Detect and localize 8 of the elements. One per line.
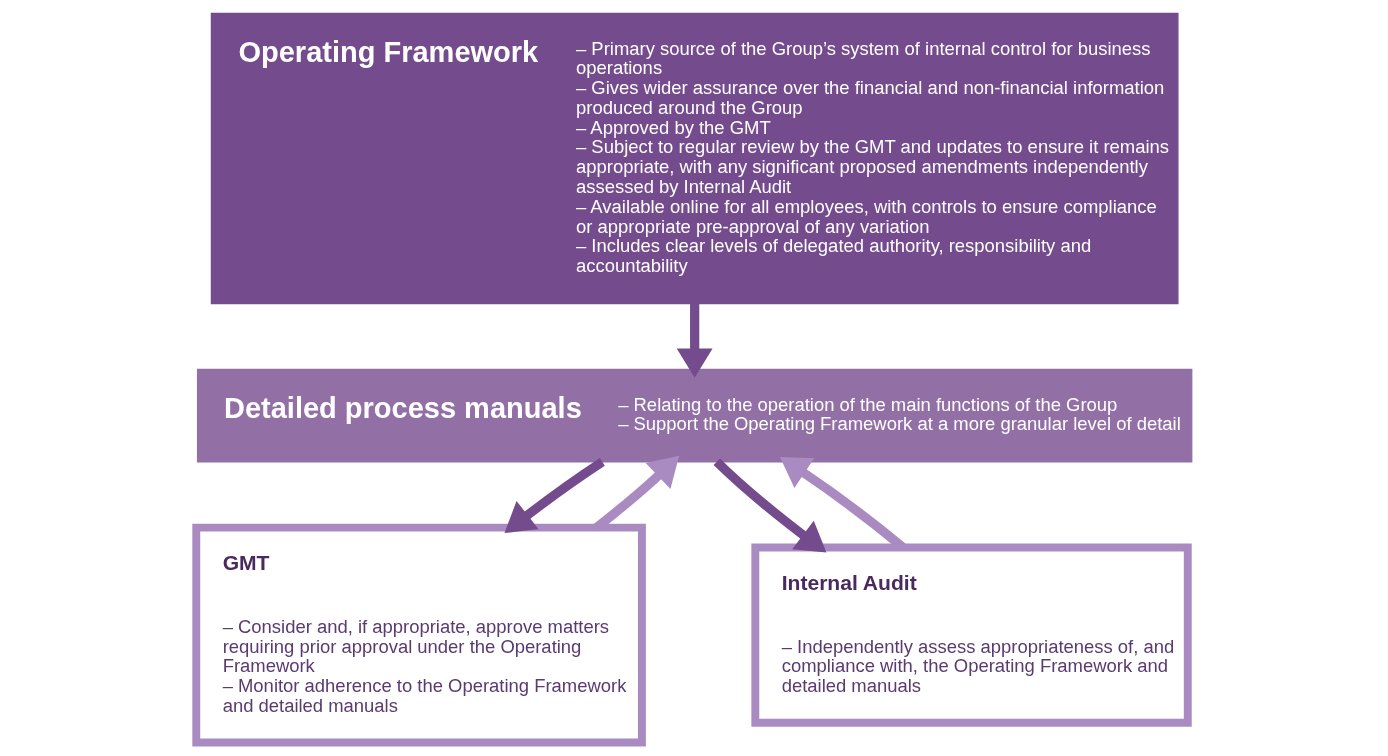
node-box: Detailed process manuals – Relating to the operation of the main functions of the Group – Support the Operating Framework at a more granular level of detail	[196, 368, 1193, 463]
arrow	[779, 456, 906, 551]
arrow	[676, 303, 713, 378]
arrow	[504, 457, 605, 534]
node-box: Internal Audit – Independently assess appropriateness of, and compliance with, the Operating Framework and detailed manuals	[751, 543, 1192, 727]
arrow	[713, 458, 827, 553]
node-box: GMT – Consider and, if appropriate, approve matters requiring prior approval under the Operating Framework – Monitor adherence to the Operating Framework and detailed manuals	[192, 523, 646, 747]
node-box: Operating Framework – Primary source of the Group’s system of internal control for business operations – Gives wider assurance over the financial and non-financial information produced around the Group – Approved by the GMT – Subject to regular review by the GMT and updates to ensure it remains appropriate, with any significant proposed amendments independently assessed by Internal Audit – Available online for all employees, with controls to ensure compliance or appropriate pre-approval of any variation – Includes clear levels of delegated authority, responsibility and accountability	[210, 12, 1179, 305]
